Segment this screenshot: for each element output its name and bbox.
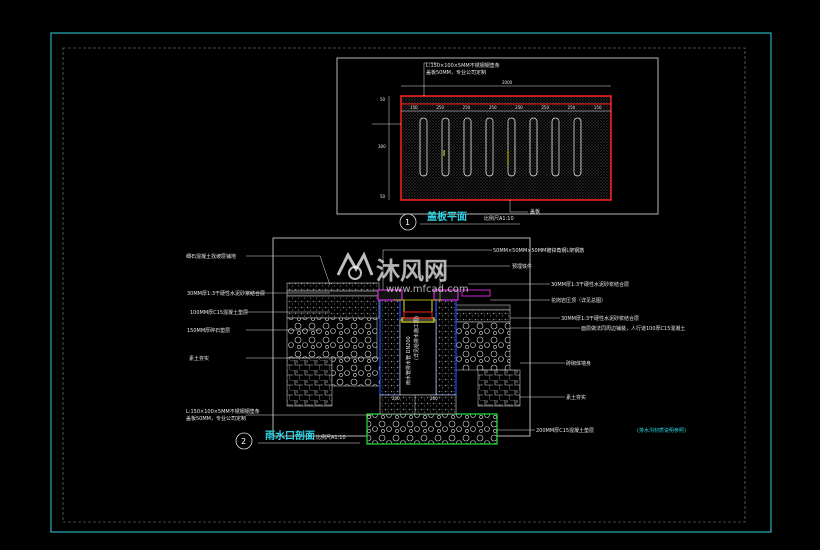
plan-bottom-label: 盖板 bbox=[530, 208, 540, 215]
watermark: 沐风网 www.mfcad.com bbox=[336, 251, 469, 295]
plan-number: 1 bbox=[405, 218, 410, 227]
drain-channel bbox=[399, 319, 437, 396]
plan-left-dim-3: 50 bbox=[380, 194, 386, 199]
callout-right-7: 砖砌体墙身 bbox=[566, 360, 591, 367]
callout-right-9: 200MM厚C15混凝土垫层 bbox=[536, 427, 594, 434]
plan-annotation-1: L:150×100×5MM不锈钢钢垫条 bbox=[426, 62, 500, 69]
grate-slots bbox=[419, 117, 582, 177]
section-vertical-note-1: 雨水管排水管 DN200 bbox=[405, 336, 412, 385]
plan-title: 盖板平面 bbox=[427, 210, 467, 223]
outer-border bbox=[50, 32, 772, 533]
plan-slot-dim: 250 bbox=[489, 105, 497, 110]
section-bottom-left-1: L:150×100×5MM不锈钢钢垫条 bbox=[186, 408, 260, 415]
plan-left-dim-2: 300 bbox=[378, 144, 386, 149]
grate-body bbox=[400, 95, 612, 201]
callout-right-1: 50MM×50MM×50MM镀锌角钢L架钢筋 bbox=[493, 247, 584, 254]
callout-left-3: 100MM厚C15混凝土垫层 bbox=[190, 309, 248, 316]
plan-slot-dim: 150 bbox=[410, 105, 418, 110]
callout-left-2: 30MM厚1:3干硬性水泥砂浆结合层 bbox=[187, 290, 265, 297]
callout-left-5: 素土夯实 bbox=[189, 355, 209, 362]
watermark-logo-icon bbox=[336, 251, 374, 280]
section-scale: 比例尺A1:10 bbox=[316, 434, 346, 441]
left-callout-leaders bbox=[246, 255, 372, 416]
plan-top-dim: 2000 bbox=[502, 80, 513, 85]
base-slab bbox=[366, 413, 498, 445]
callout-right-3: 30MM厚1:3干硬性水泥砂浆结合层 bbox=[551, 281, 629, 288]
right-callout-leaders bbox=[382, 249, 580, 431]
plan-annotation-2: 盖板50MM，专业公司定制 bbox=[426, 69, 486, 76]
section-dim-mid: 200 bbox=[430, 396, 438, 401]
callout-right-6: 面层做法同周边铺装，人行道100厚C15混凝土 bbox=[581, 325, 685, 332]
plan-number-circle bbox=[399, 213, 417, 231]
section-side-note: (排水沟材质说明参照) bbox=[637, 427, 686, 434]
section-bottom-left-2: 盖板50MM，专业公司定制 bbox=[186, 415, 246, 422]
plan-left-dim-1: 50 bbox=[380, 97, 386, 102]
section-vertical-note-2: (详见给排水施工图) bbox=[413, 316, 420, 360]
plan-slot-dim: 250 bbox=[541, 105, 549, 110]
callout-right-8: 素土夯实 bbox=[566, 394, 586, 401]
callout-right-4: 花岗岩压顶（详见总图） bbox=[551, 297, 606, 304]
section-number-circle bbox=[235, 432, 253, 450]
plan-slot-dim: 250 bbox=[436, 105, 444, 110]
inner-border bbox=[62, 47, 746, 523]
section-title: 雨水口剖面 bbox=[265, 429, 315, 442]
plan-frame bbox=[336, 57, 659, 215]
plan-slot-dim: 150 bbox=[594, 105, 602, 110]
left-wall bbox=[379, 299, 401, 396]
watermark-brand: 沐风网 bbox=[376, 257, 448, 285]
plan-slot-dim: 250 bbox=[463, 105, 471, 110]
section-dim-bottom: 200 bbox=[392, 396, 400, 401]
watermark-url: www.mfcad.com bbox=[386, 284, 469, 295]
callout-right-2: 预埋铁件 bbox=[512, 263, 532, 270]
callout-right-5: 30MM厚1:3干硬性水泥砂浆结合层 bbox=[561, 315, 639, 322]
callout-left-4: 150MM厚碎石垫层 bbox=[187, 327, 230, 334]
drain-section-view: 雨水管排水管 DN200 (详见给排水施工图) 200 200 细石混凝土找坡层… bbox=[186, 237, 686, 450]
callout-left-1: 细石混凝土找坡层铺地 bbox=[186, 253, 236, 260]
plan-slot-dim: 250 bbox=[515, 105, 523, 110]
plan-scale: 比例尺A1:10 bbox=[484, 215, 514, 222]
corner-marker bbox=[461, 289, 491, 297]
right-wall bbox=[435, 299, 457, 396]
section-number: 2 bbox=[241, 437, 246, 446]
plan-slot-dim: 250 bbox=[568, 105, 576, 110]
